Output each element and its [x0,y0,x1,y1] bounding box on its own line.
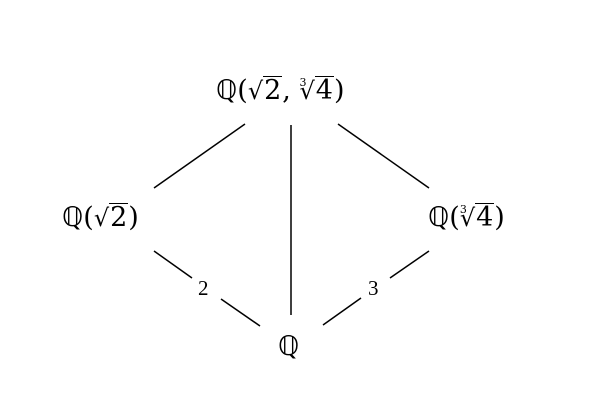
edge-bottom-right-upper [389,250,430,279]
field-symbol: ℚ [62,202,84,233]
node-bottom: ℚ [278,333,299,360]
edge-right-top [337,123,430,189]
edge-bottom-left-lower [220,298,261,327]
edge-bottom-left-upper [153,250,193,279]
sqrt-2: √2 [93,202,129,233]
field-symbol: ℚ [278,331,300,362]
node-right: ℚ(3√4) [428,202,505,233]
field-symbol: ℚ [428,202,450,233]
edge-bottom-right-lower [322,297,362,326]
node-top: ℚ(√2, 3√4) [216,75,345,106]
field-symbol: ℚ [216,75,238,106]
cbrt-4: 3√4 [459,202,495,233]
cbrt-4: 3√4 [299,75,334,106]
edge-label-degree-3: 3 [365,278,382,299]
edge-left-top [153,123,246,189]
node-left: ℚ(√2) [62,202,139,233]
edge-label-degree-2: 2 [195,278,212,299]
sqrt-2: √2 [247,75,283,106]
